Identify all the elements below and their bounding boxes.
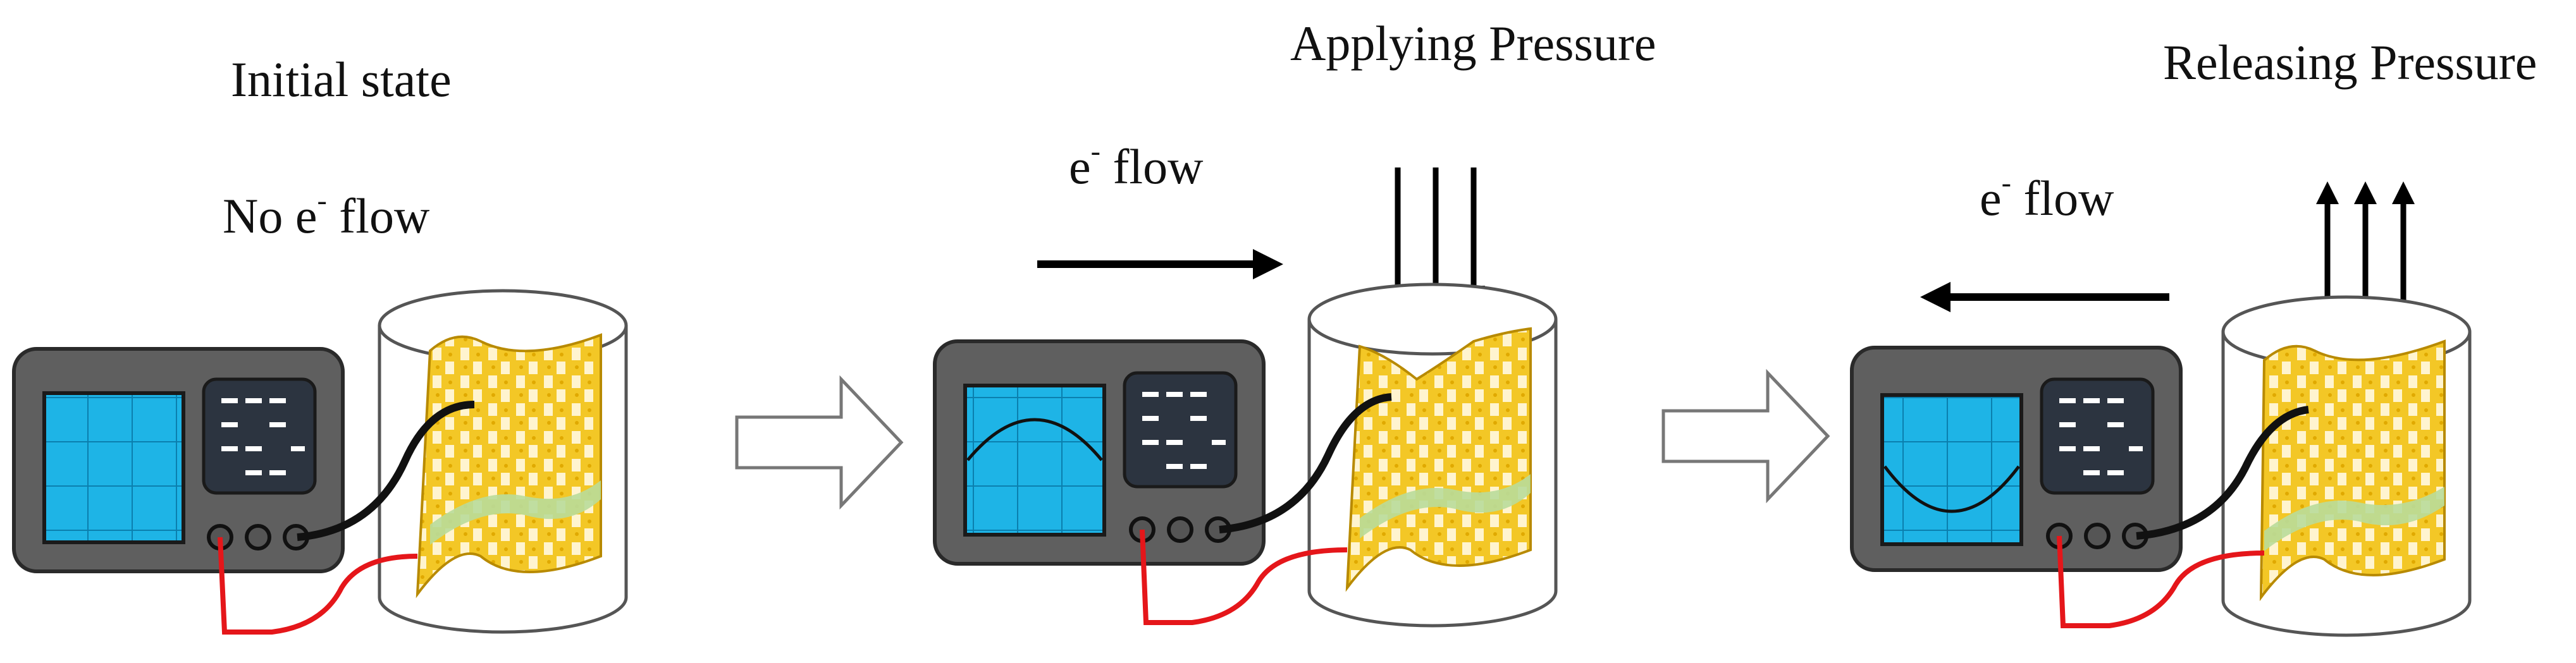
oscilloscope-icon (933, 339, 1266, 566)
flow-label-releasing: e- flow (1980, 166, 2114, 226)
waveform-positive (966, 418, 1103, 461)
transition-arrow-1 (735, 375, 904, 510)
red-lead (1140, 529, 1348, 625)
panel-releasing: Releasing Pressure e- flow (1850, 35, 2537, 637)
panel-applying: Applying Pressure e- flow (933, 16, 1656, 628)
pressure-down-arrows (1386, 167, 1485, 308)
heading-applying-pressure: Applying Pressure (1290, 16, 1656, 71)
red-lead (2057, 535, 2265, 628)
waveform-negative (1883, 465, 2021, 513)
flow-label-initial: No e- flow (223, 184, 429, 243)
red-lead (218, 537, 418, 635)
oscilloscope-icon (1850, 346, 2183, 572)
flow-label-applying: e- flow (1069, 135, 1203, 194)
textile-sensor-icon (1345, 327, 1532, 592)
transition-arrow-2 (1661, 368, 1830, 504)
black-lead (2136, 406, 2309, 540)
black-lead (297, 401, 475, 541)
heading-releasing-pressure: Releasing Pressure (2163, 35, 2537, 90)
textile-sensor-icon (416, 333, 602, 599)
textile-sensor-icon (2259, 339, 2446, 602)
panel-initial: Initial state No e- flow (12, 52, 628, 635)
oscilloscope-icon (12, 347, 345, 573)
black-lead (1219, 393, 1392, 533)
heading-initial-state: Initial state (231, 52, 452, 107)
